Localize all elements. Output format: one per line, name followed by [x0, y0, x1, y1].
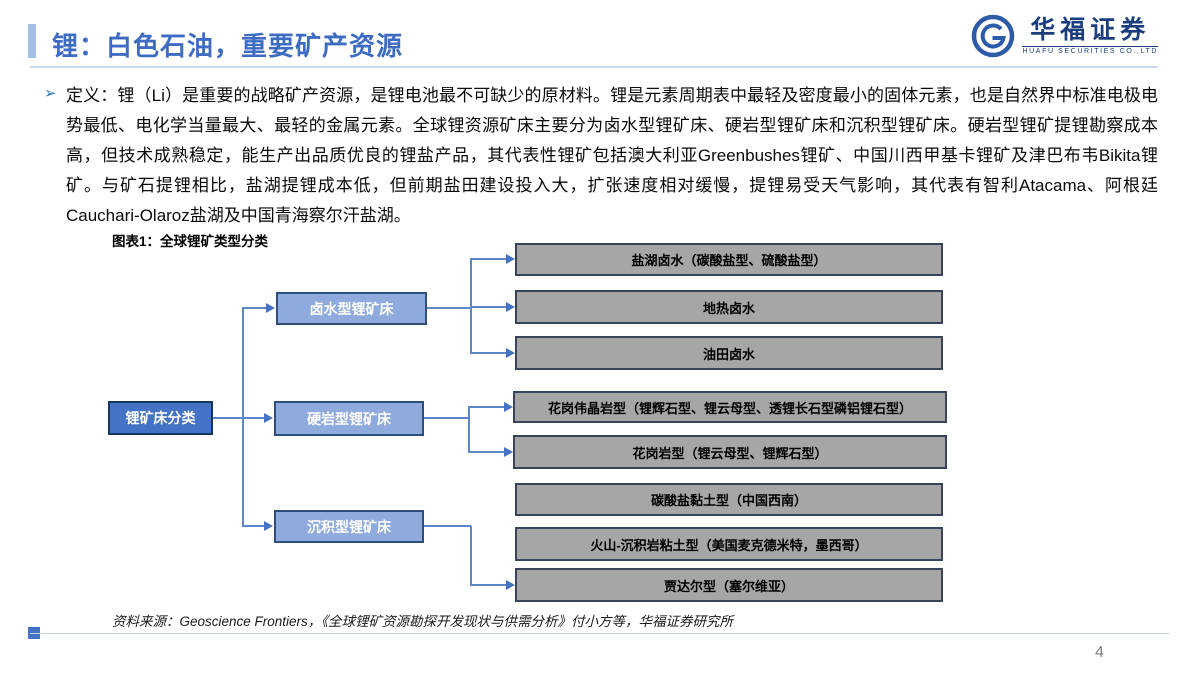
source-note: 资料来源：Geoscience Frontiers，《全球锂矿资源勘探开发现状与… — [112, 614, 734, 629]
diagram-leaf-node: 地热卤水 — [515, 290, 943, 324]
diagram-leaf-node: 盐湖卤水（碳酸盐型、硫酸盐型） — [515, 243, 943, 276]
diagram-leaf-node: 花岗岩型（锂云母型、锂辉石型） — [513, 435, 947, 469]
connector-arrow-icon — [506, 302, 515, 312]
page-title: 锂：白色石油，重要矿产资源 — [52, 31, 404, 61]
footer-divider — [30, 633, 1170, 634]
header-divider — [30, 66, 1158, 68]
title-accent-bar — [28, 24, 36, 58]
connector-line — [243, 307, 267, 309]
diagram-leaf-node: 油田卤水 — [515, 336, 943, 370]
diagram-branch-node-hardrock: 硬岩型锂矿床 — [274, 401, 424, 436]
diagram-branch-node-sedimentary: 沉积型锂矿床 — [274, 510, 424, 543]
diagram-leaf-node: 花岗伟晶岩型（锂辉石型、锂云母型、透锂长石型磷铝锂石型） — [513, 391, 947, 423]
connector-line — [471, 258, 506, 260]
connector-line — [243, 417, 265, 419]
connector-line — [471, 352, 506, 354]
figure-caption: 图表1：全球锂矿类型分类 — [112, 234, 269, 249]
connector-line — [468, 406, 470, 453]
logo: 华福证券 HUAFU SECURITIES CO.,LTD — [971, 14, 1158, 58]
connector-line — [471, 584, 506, 586]
connector-line — [427, 307, 471, 309]
connector-line — [471, 306, 506, 308]
connector-line — [469, 451, 506, 453]
connector-arrow-icon — [264, 413, 273, 423]
bullet-arrow-icon: ➢ — [44, 85, 57, 102]
connector-line — [424, 417, 469, 419]
connector-line — [469, 406, 506, 408]
logo-subtitle: HUAFU SECURITIES CO.,LTD — [1022, 46, 1158, 55]
connector-arrow-icon — [504, 447, 513, 457]
connector-arrow-icon — [506, 254, 515, 264]
diagram-leaf-node: 火山-沉积岩粘土型（美国麦克德米特，墨西哥） — [515, 527, 943, 561]
diagram-leaf-node: 贾达尔型（塞尔维亚） — [515, 568, 943, 602]
diagram-leaf-node: 碳酸盐黏土型（中国西南） — [515, 483, 943, 516]
connector-arrow-icon — [266, 303, 275, 313]
huafu-logo-icon — [971, 14, 1015, 58]
connector-arrow-icon — [506, 348, 515, 358]
connector-arrow-icon — [264, 521, 273, 531]
connector-line — [470, 526, 472, 586]
connector-line — [424, 525, 471, 527]
definition-text: 定义：锂（Li）是重要的战略矿产资源，是锂电池最不可缺少的原材料。锂是元素周期表… — [66, 86, 1158, 225]
diagram-root-node: 锂矿床分类 — [108, 401, 213, 435]
connector-arrow-icon — [506, 580, 515, 590]
connector-line — [243, 525, 265, 527]
connector-arrow-icon — [504, 402, 513, 412]
connector-line — [213, 417, 243, 419]
page-number: 4 — [1095, 644, 1104, 661]
logo-name: 华福证券 — [1030, 17, 1151, 44]
diagram-branch-node-brine: 卤水型锂矿床 — [276, 292, 427, 325]
